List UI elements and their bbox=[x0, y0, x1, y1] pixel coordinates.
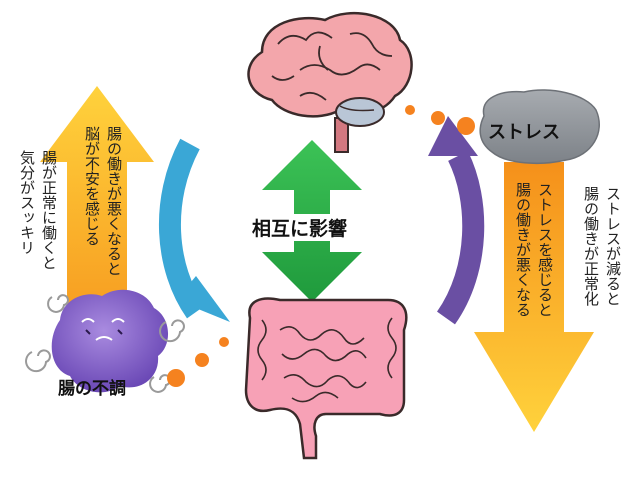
brain-icon bbox=[247, 12, 413, 153]
blue-curved-arrow bbox=[159, 138, 230, 322]
purple-curved-arrow bbox=[428, 116, 485, 325]
right-note-line-1: ストレスが減ると bbox=[604, 186, 622, 306]
left-note-line-1: 腸が正常に働くと bbox=[40, 150, 58, 270]
connector-dots-left bbox=[167, 337, 229, 387]
stress-stone-icon bbox=[479, 89, 600, 165]
swirl-bottom-icon bbox=[149, 374, 171, 393]
gut-issue-label: 腸の不調 bbox=[58, 379, 126, 399]
right-down-arrow-text: ストレスを感じると 腸の働きが悪くなる bbox=[512, 182, 556, 317]
right-down-arrow bbox=[474, 162, 594, 432]
gut-trouble-blob-icon bbox=[51, 289, 169, 393]
left-note-text: 腸が正常に働くと 気分がスッキリ bbox=[16, 150, 60, 270]
right-down-arrow-line-2: 腸の働きが悪くなる bbox=[514, 182, 532, 317]
right-down-arrow-line-1: ストレスを感じると bbox=[536, 182, 554, 317]
left-note-line-2: 気分がスッキリ bbox=[18, 150, 36, 255]
swirl-left-icon bbox=[25, 349, 51, 373]
intestine-icon bbox=[244, 297, 408, 460]
center-label: 相互に影響 bbox=[248, 214, 352, 241]
swirl-top-icon bbox=[47, 294, 69, 313]
stress-label: ストレス bbox=[488, 122, 560, 143]
left-up-arrow-text: 腸の働きが悪くなると 脳が不安を感じる bbox=[81, 126, 125, 276]
left-up-arrow-line-2: 脳が不安を感じる bbox=[83, 126, 101, 246]
right-note-text: ストレスが減ると 腸の働きが正常化 bbox=[580, 186, 624, 306]
left-up-arrow-line-1: 腸の働きが悪くなると bbox=[105, 126, 123, 276]
swirl-right-icon bbox=[159, 319, 185, 343]
right-note-line-2: 腸の働きが正常化 bbox=[582, 186, 600, 306]
connector-dots-right bbox=[405, 105, 475, 135]
